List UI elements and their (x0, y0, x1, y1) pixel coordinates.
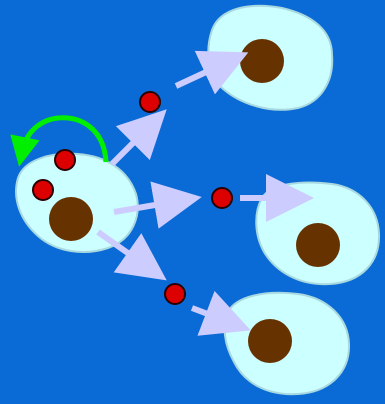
target-cell-middle-nucleus (296, 223, 340, 267)
rotation-arrow-icon (10, 115, 109, 167)
target-cell-bottom (223, 291, 351, 396)
particle-transit-middle (211, 187, 233, 209)
particle-transit-top (139, 91, 161, 113)
arrow-source-to-particle-middle (113, 181, 202, 229)
target-cell-top (207, 4, 334, 111)
target-cell-bottom-nucleus (248, 319, 292, 363)
source-cell (15, 149, 139, 253)
particle-transit-bottom (164, 283, 186, 305)
arrow-source-to-particle-top (109, 109, 167, 167)
arrow-particle-to-target-bottom (190, 290, 251, 336)
arrow-source-to-particle-bottom (96, 229, 167, 281)
particle-inside-2 (32, 179, 54, 201)
arrow-particle-to-target-top (174, 50, 249, 95)
target-cell-top-nucleus (240, 39, 284, 83)
particle-inside-1 (54, 149, 76, 171)
source-cell-nucleus (49, 197, 93, 241)
